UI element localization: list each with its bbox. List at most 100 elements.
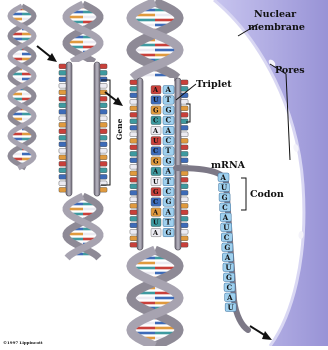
template-strand-base [100, 188, 107, 193]
template-base-letter: G [166, 105, 172, 114]
coding-strand-base [130, 184, 137, 189]
coding-strand-base [130, 113, 137, 118]
template-base-letter: C [166, 136, 172, 145]
mrna-base-letter: G [222, 193, 228, 202]
coding-strand-base [130, 152, 137, 157]
coding-strand-base [130, 119, 137, 124]
template-base-letter: T [166, 177, 172, 186]
template-strand-base [181, 87, 188, 92]
template-strand-base [181, 132, 188, 137]
coding-strand-base [59, 64, 66, 69]
template-strand-base [181, 100, 188, 105]
coding-strand-base [59, 175, 66, 180]
coding-strand-base [130, 158, 137, 163]
mrna-base-letter: U [228, 303, 234, 312]
coding-strand-base [59, 129, 66, 134]
coding-strand-base [59, 97, 66, 102]
coding-strand-base [59, 103, 66, 108]
rna-nucleotide-letter: U [153, 96, 159, 104]
coding-strand-base [59, 149, 66, 154]
template-strand-base [100, 168, 107, 173]
rna-nucleotide-letter: U [153, 219, 159, 227]
label-triplet: Triplet [196, 79, 232, 90]
label-membrane: membrane [248, 22, 305, 33]
coding-strand-base [59, 77, 66, 82]
rna-nucleotide-letter: U [153, 137, 159, 145]
template-base-letter: A [165, 167, 172, 176]
template-strand-base [100, 155, 107, 160]
template-strand-base [181, 178, 188, 183]
template-strand-base [100, 116, 107, 121]
template-strand-base [181, 119, 188, 124]
template-base-letter: T [166, 218, 172, 227]
rna-nucleotide-letter: A [152, 168, 159, 176]
template-strand-base [181, 191, 188, 196]
template-strand-base [100, 110, 107, 115]
template-strand-base [181, 236, 188, 241]
template-strand-base [100, 103, 107, 108]
template-strand-base [181, 171, 188, 176]
coding-strand-base [59, 155, 66, 160]
coding-strand-base [130, 191, 137, 196]
label-nuclear: Nuclear [254, 9, 297, 20]
coding-strand-base [59, 142, 66, 147]
mrna-base-letter: G [226, 273, 232, 282]
mrna-base-letter: G [224, 243, 230, 252]
coding-strand-base [130, 230, 137, 235]
mrna-base-letter: U [221, 183, 227, 192]
coding-strand-base [130, 132, 137, 137]
rna-nucleotide-letter: U [153, 178, 159, 186]
template-strand-base [181, 197, 188, 202]
coding-strand-base [59, 90, 66, 95]
template-strand-base [181, 223, 188, 228]
template-strand-base [181, 184, 188, 189]
template-strand-base [181, 158, 188, 163]
template-strand-base [181, 145, 188, 150]
coding-strand-base [59, 162, 66, 167]
rna-nucleotide-letter: A [152, 208, 159, 216]
template-strand-backbone [175, 78, 181, 250]
mrna-base-letter: C [227, 283, 233, 292]
mrna-base-letter: A [226, 293, 233, 302]
template-base-letter: C [166, 116, 172, 125]
coding-strand-base [130, 106, 137, 111]
template-strand-base [100, 162, 107, 167]
coding-strand-base [59, 110, 66, 115]
template-strand-backbone [94, 62, 100, 196]
template-base-letter: A [165, 126, 172, 135]
template-base-letter: A [165, 85, 172, 94]
label-codon: Codon [250, 189, 284, 200]
coding-strand-backbone [137, 78, 143, 250]
mrna-base-letter: U [225, 263, 231, 272]
template-strand-base [181, 152, 188, 157]
template-base-letter: G [166, 197, 172, 206]
template-strand-base [100, 149, 107, 154]
template-strand-base [100, 142, 107, 147]
coding-strand-base [130, 100, 137, 105]
template-strand-base [100, 77, 107, 82]
coding-strand-base [130, 87, 137, 92]
template-strand-base [181, 204, 188, 209]
label-mrna: mRNA [211, 160, 246, 171]
template-base-letter: A [165, 207, 172, 216]
coding-strand-base [59, 181, 66, 186]
template-strand-base [181, 113, 188, 118]
coding-strand-base [130, 197, 137, 202]
rna-nucleotide-letter: C [153, 198, 158, 206]
template-base-letter: T [166, 146, 172, 155]
coding-strand-base [130, 223, 137, 228]
template-strand-base [181, 139, 188, 144]
template-strand-base [100, 84, 107, 89]
coding-strand-base [130, 210, 137, 215]
coding-strand-base [130, 171, 137, 176]
template-strand-base [181, 243, 188, 248]
template-strand-base [181, 106, 188, 111]
rna-nucleotide-letter: G [153, 106, 159, 114]
mrna-base-letter: U [223, 223, 229, 232]
template-strand-base [100, 64, 107, 69]
mrna-base-letter: C [224, 233, 230, 242]
coding-strand-base [130, 204, 137, 209]
coding-strand-base [130, 178, 137, 183]
